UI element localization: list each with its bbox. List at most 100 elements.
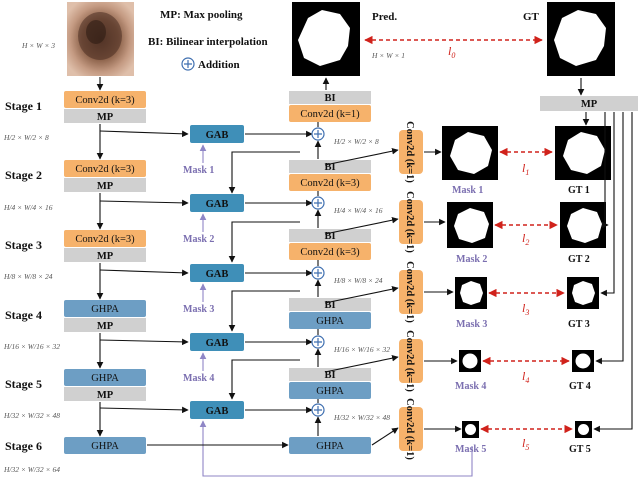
svg-text:Conv2d (k=1): Conv2d (k=1) [404, 191, 415, 253]
svg-text:Conv2d (k=1): Conv2d (k=1) [404, 121, 415, 183]
svg-text:GHPA: GHPA [316, 441, 344, 452]
loss-l5: l5 [522, 436, 529, 452]
gt-mp-bar [540, 96, 638, 111]
pred-label: Pred. [372, 11, 397, 23]
gt-3-label: GT 3 [568, 319, 590, 330]
stage-5-label: Stage 5 [5, 377, 42, 391]
decoder-4-block [289, 312, 371, 329]
head-2-mask: Mask 2 [456, 254, 487, 265]
head-1-mask: Mask 1 [452, 185, 483, 196]
head-3-conv [399, 270, 423, 314]
stage-3-mp [64, 248, 146, 262]
svg-text:Conv2d (k=3): Conv2d (k=3) [300, 247, 360, 258]
stage-4-dim: H/16 × W/16 × 32 [3, 342, 60, 351]
svg-text:BI: BI [324, 162, 335, 173]
svg-text:GHPA: GHPA [91, 441, 119, 452]
loss-l3: l3 [522, 301, 529, 317]
loss-l1: l1 [522, 161, 529, 177]
loss-l0: l0 [448, 44, 455, 60]
svg-text:Conv2d (k=3): Conv2d (k=3) [75, 95, 135, 106]
loss-l4: l4 [522, 369, 529, 385]
legend-bi: BI: Bilinear interpolation [148, 36, 268, 48]
head-5-conv [399, 407, 423, 451]
decoder-1-block [289, 105, 371, 122]
decoder-3-bi [289, 229, 371, 242]
stage-6-dim: H/32 × W/32 × 64 [3, 465, 60, 474]
gt-5-label: GT 5 [569, 444, 591, 455]
stage-6-block [64, 437, 146, 454]
svg-text:Conv2d (k=3): Conv2d (k=3) [300, 178, 360, 189]
decoder-1-dim: H/2 × W/2 × 8 [333, 137, 379, 146]
decoder-2-dim: H/4 × W/4 × 16 [333, 206, 383, 215]
gt-2-label: GT 2 [568, 254, 590, 265]
head-4-mask: Mask 4 [455, 381, 486, 392]
svg-text:MP: MP [97, 112, 114, 123]
svg-text:GAB: GAB [206, 406, 229, 417]
stage-3-dim: H/8 × W/8 × 24 [3, 272, 53, 281]
decoder-3-dim: H/8 × W/8 × 24 [333, 276, 383, 285]
stage-1-mp [64, 109, 146, 123]
stage-1-block [64, 91, 146, 108]
svg-text:BI: BI [324, 370, 335, 381]
gab-mask-4: Mask 4 [183, 373, 214, 384]
legend-mp: MP: Max pooling [160, 9, 243, 21]
decoder-1-bi [289, 91, 371, 104]
head-2-conv [399, 200, 423, 244]
loss-l2: l2 [522, 231, 529, 247]
stage-4-label: Stage 4 [5, 308, 42, 322]
stage-1-label: Stage 1 [5, 99, 42, 113]
gab-4 [190, 333, 244, 351]
stage-3-block [64, 230, 146, 247]
stage-6-label: Stage 6 [5, 439, 42, 453]
head-4-conv [399, 339, 423, 383]
gab-5 [190, 401, 244, 419]
pred-image [292, 2, 360, 76]
stage-2-block [64, 160, 146, 177]
stage-3-label: Stage 3 [5, 238, 42, 252]
stage-4-block [64, 300, 146, 317]
decoder-2-block [289, 174, 371, 191]
svg-text:GAB: GAB [206, 269, 229, 280]
decoder-5-bi [289, 368, 371, 381]
svg-text:MP: MP [97, 321, 114, 332]
gab-mask-1: Mask 1 [183, 165, 214, 176]
decoder-6-block [289, 437, 371, 454]
svg-text:GAB: GAB [206, 130, 229, 141]
svg-text:Conv2d (k=1): Conv2d (k=1) [300, 109, 360, 120]
stage-5-mp [64, 387, 146, 401]
gt-4-label: GT 4 [569, 381, 591, 392]
input-dim: H × W × 3 [21, 41, 55, 50]
svg-text:Conv2d (k=3): Conv2d (k=3) [75, 164, 135, 175]
svg-text:GHPA: GHPA [91, 373, 119, 384]
stage-2-label: Stage 2 [5, 168, 42, 182]
gt-1-label: GT 1 [568, 185, 590, 196]
input-image [67, 2, 134, 76]
svg-text:Conv2d (k=1): Conv2d (k=1) [404, 261, 415, 323]
stage-5-dim: H/32 × W/32 × 48 [3, 411, 60, 420]
head-1-conv [399, 130, 423, 174]
decoder-5-dim: H/32 × W/32 × 48 [333, 413, 390, 422]
svg-text:MP: MP [97, 390, 114, 401]
svg-text:GHPA: GHPA [316, 386, 344, 397]
decoder-4-bi [289, 298, 371, 311]
svg-text:GHPA: GHPA [91, 304, 119, 315]
stage-2-dim: H/4 × W/4 × 16 [3, 203, 53, 212]
stage-4-mp [64, 318, 146, 332]
decoder-4-dim: H/16 × W/16 × 32 [333, 345, 390, 354]
stage-2-mp [64, 178, 146, 192]
pred-dim: H × W × 1 [371, 51, 405, 60]
svg-text:BI: BI [324, 300, 335, 311]
svg-text:Conv2d (k=1): Conv2d (k=1) [404, 398, 415, 460]
svg-text:GAB: GAB [206, 338, 229, 349]
stage-1-dim: H/2 × W/2 × 8 [3, 133, 49, 142]
head-3-mask: Mask 3 [456, 319, 487, 330]
gt-label: GT [523, 11, 540, 23]
svg-text:MP: MP [97, 251, 114, 262]
gab-2 [190, 194, 244, 212]
gab-3 [190, 264, 244, 282]
svg-text:Conv2d (k=3): Conv2d (k=3) [75, 234, 135, 245]
gab-mask-3: Mask 3 [183, 304, 214, 315]
head-5-mask: Mask 5 [455, 444, 486, 455]
svg-text:BI: BI [324, 231, 335, 242]
